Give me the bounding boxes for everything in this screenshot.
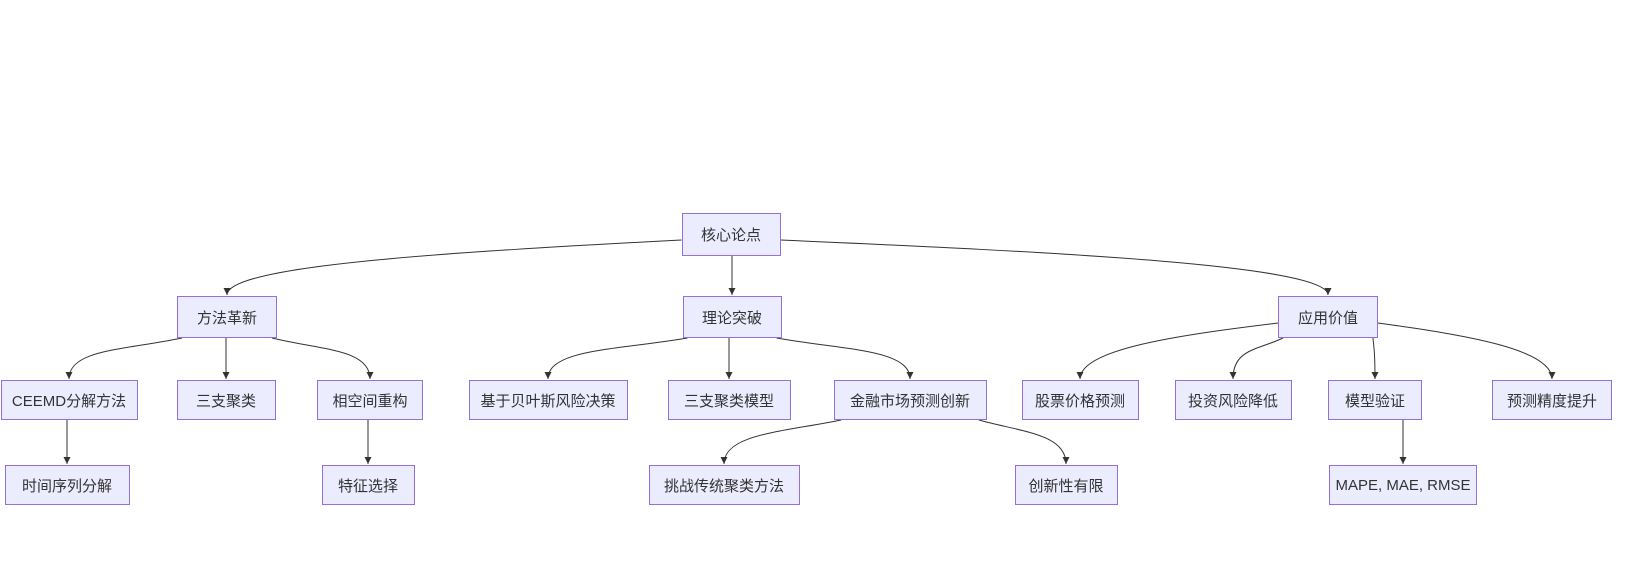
node-bayes: 基于贝叶斯风险决策 [468, 380, 628, 420]
node-stock: 股票价格预测 [1021, 380, 1139, 420]
node-label: 投资风险降低 [1187, 392, 1278, 410]
node-label: 核心论点 [700, 226, 761, 244]
node-feature: 特征选择 [321, 465, 415, 505]
node-challenge: 挑战传统聚类方法 [648, 465, 800, 505]
node-label: 应用价值 [1297, 309, 1358, 327]
node-label: 时间序列分解 [21, 477, 112, 495]
edge-method-ceemd [65, 337, 183, 380]
edge-fin-innov-limited [978, 419, 1070, 465]
node-label: 预测精度提升 [1506, 392, 1597, 410]
node-label: 股票价格预测 [1034, 392, 1125, 410]
node-label: 理论突破 [701, 309, 762, 327]
node-label: 创新性有限 [1028, 477, 1104, 495]
edge-theory-fin-innov [776, 337, 914, 380]
node-ceemd: CEEMD分解方法 [0, 380, 138, 420]
node-label: 基于贝叶斯风险决策 [480, 392, 616, 410]
edge-application-stock [1076, 322, 1279, 380]
edge-application-validation [1371, 337, 1379, 380]
node-accuracy: 预测精度提升 [1492, 380, 1612, 420]
node-label: 特征选择 [337, 477, 398, 495]
node-fin-innov: 金融市场预测创新 [833, 380, 987, 420]
node-label: 金融市场预测创新 [849, 392, 970, 410]
node-label: 相空间重构 [332, 392, 408, 410]
edge-fin-innov-challenge [720, 419, 842, 465]
node-ts-decomp: 时间序列分解 [4, 465, 130, 505]
edge-theory-bayes [544, 337, 688, 380]
node-validation: 模型验证 [1328, 380, 1422, 420]
node-theory: 理论突破 [682, 296, 782, 338]
node-label: 三支聚类模型 [683, 392, 774, 410]
node-application: 应用价值 [1278, 296, 1378, 338]
edge-application-risk [1229, 337, 1284, 380]
node-label: 模型验证 [1344, 392, 1405, 410]
node-twc-model: 三支聚类模型 [667, 380, 791, 420]
node-method: 方法革新 [177, 296, 277, 338]
edge-root-method [223, 239, 682, 296]
node-label: 挑战传统聚类方法 [663, 477, 784, 495]
node-label: CEEMD分解方法 [11, 392, 127, 410]
node-label: 方法革新 [196, 309, 257, 327]
edge-method-phase-space [271, 337, 374, 380]
edge-root-application [780, 239, 1332, 296]
node-label: MAPE, MAE, RMSE [1335, 476, 1471, 494]
node-label: 三支聚类 [195, 392, 256, 410]
edges-group [63, 239, 1556, 465]
edge-application-accuracy [1377, 322, 1556, 380]
node-root: 核心论点 [681, 212, 781, 256]
node-phase-space: 相空间重构 [317, 380, 423, 420]
node-three-way: 三支聚类 [176, 380, 276, 420]
node-risk: 投资风险降低 [1174, 380, 1292, 420]
node-metrics: MAPE, MAE, RMSE [1329, 465, 1477, 505]
node-limited: 创新性有限 [1014, 465, 1118, 505]
